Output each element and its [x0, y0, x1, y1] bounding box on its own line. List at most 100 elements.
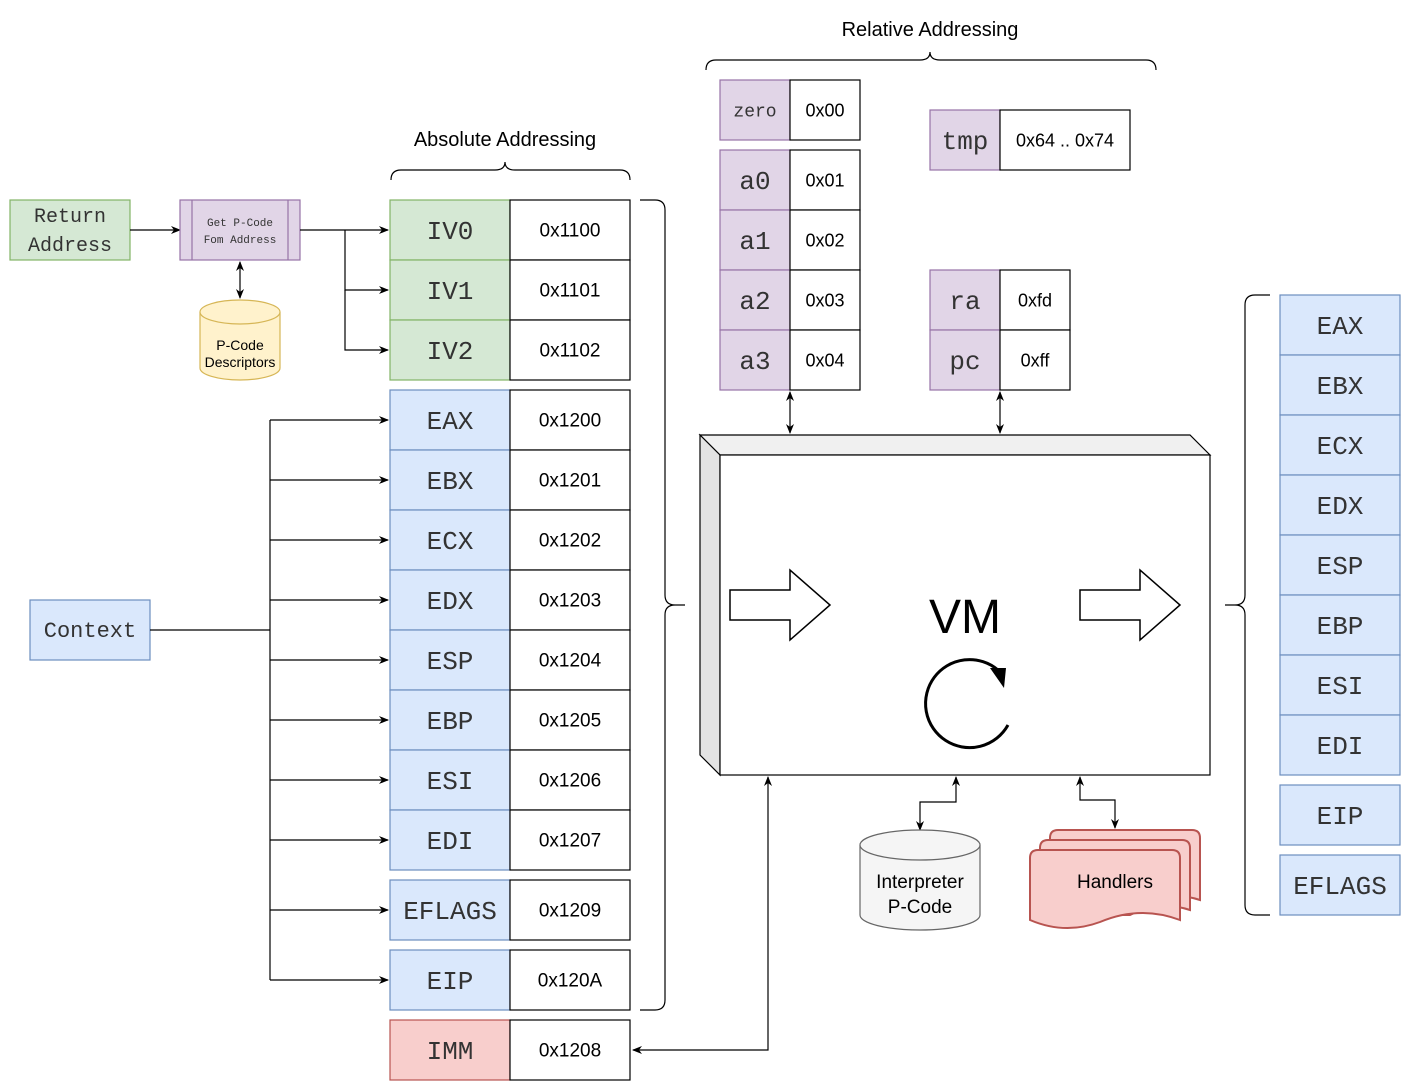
- svg-text:Address: Address: [28, 235, 112, 258]
- register-name-cell: [389, 809, 511, 871]
- register-name: ESI: [427, 767, 474, 797]
- register-addr-cell: [509, 629, 631, 691]
- register-name-cell: [389, 749, 511, 811]
- special-row: ra 0xfd: [929, 269, 1071, 331]
- register-addr-cell: [789, 79, 861, 141]
- output-register-name: EDI: [1317, 732, 1364, 762]
- register-addr-cell: [789, 149, 861, 211]
- register-name: EFLAGS: [403, 897, 497, 927]
- gp-row: EBP 0x1205: [389, 689, 631, 751]
- imm-register-group: IMM 0x1208: [389, 1019, 631, 1081]
- output-register-name: EFLAGS: [1293, 872, 1387, 902]
- register-address: 0x1102: [540, 341, 601, 362]
- handlers-documents: Handlers: [1029, 829, 1201, 930]
- register-address: 0xfd: [1018, 290, 1052, 310]
- register-name: ra: [949, 287, 980, 317]
- register-name: EBP: [427, 707, 474, 737]
- register-name-cell: [929, 109, 1001, 171]
- register-name: zero: [733, 102, 776, 122]
- register-address: 0x120A: [538, 971, 603, 992]
- interpreter-vm-arrow: [916, 776, 960, 831]
- iv-row: IV2 0x1102: [389, 319, 631, 381]
- loop-icon: [924, 658, 1010, 750]
- register-name: a3: [739, 347, 770, 377]
- register-name-cell: [389, 689, 511, 751]
- register-name-cell: [389, 879, 511, 941]
- register-name: a1: [739, 227, 770, 257]
- pcode-descriptors-db: P-Code Descriptors: [199, 299, 281, 381]
- register-name: a2: [739, 287, 770, 317]
- register-name: EDI: [427, 827, 474, 857]
- register-name-cell: [389, 259, 511, 321]
- output-register: ESI: [1279, 654, 1401, 716]
- register-addr-cell: [999, 109, 1131, 171]
- register-name-cell: [389, 949, 511, 1011]
- svg-text:Fom Address: Fom Address: [204, 235, 277, 247]
- output-register-name: EBX: [1317, 372, 1364, 402]
- register-addr-cell: [789, 209, 861, 271]
- register-address: 0x1209: [539, 901, 601, 922]
- register-addr-cell: [509, 199, 631, 261]
- arg-row: a0 0x01: [719, 149, 861, 211]
- register-name-cell: [719, 269, 791, 331]
- output-arrow-icon: [1079, 568, 1182, 642]
- output-register-name: EAX: [1317, 312, 1364, 342]
- register-addr-cell: [509, 1019, 631, 1081]
- context-box: Context: [29, 599, 151, 661]
- register-name-cell: [389, 319, 511, 381]
- register-address: 0x00: [805, 100, 844, 120]
- relative-addressing-title: Relative Addressing: [842, 19, 1019, 41]
- register-address: 0x1201: [539, 471, 601, 492]
- output-register: EBP: [1279, 594, 1401, 656]
- eflags-register-group: EFLAGS 0x1209: [389, 879, 631, 941]
- register-addr-cell: [509, 509, 631, 571]
- svg-text:Descriptors: Descriptors: [205, 354, 276, 370]
- register-addr-cell: [789, 269, 861, 331]
- context-arrows: [150, 416, 389, 984]
- register-name-cell: [719, 79, 791, 141]
- output-register: ECX: [1279, 414, 1401, 476]
- output-register-name: EIP: [1317, 802, 1364, 832]
- register-name-cell: [929, 329, 1001, 391]
- register-address: 0x1202: [539, 531, 601, 552]
- register-name: EAX: [427, 407, 474, 437]
- register-name: ESP: [427, 647, 474, 677]
- register-address: 0x1206: [539, 771, 601, 792]
- register-name: IMM: [427, 1037, 474, 1067]
- register-addr-cell: [509, 389, 631, 451]
- register-name: IV2: [427, 337, 474, 367]
- vm-box: VM: [698, 433, 1212, 777]
- register-address: 0x1208: [539, 1041, 601, 1062]
- to-iv1-arrow: [344, 230, 389, 294]
- vm-label: VM: [929, 591, 1001, 644]
- output-register-name: ECX: [1317, 432, 1364, 462]
- register-name-cell: [389, 1019, 511, 1081]
- register-name: IV0: [427, 217, 474, 247]
- input-arrow-icon: [729, 568, 832, 642]
- return-address-box: Return Address: [9, 199, 131, 261]
- svg-text:Interpreter: Interpreter: [876, 872, 964, 893]
- output-register: EFLAGS: [1279, 854, 1401, 916]
- register-name: a0: [739, 167, 770, 197]
- register-address: 0x01: [805, 170, 844, 190]
- handlers-vm-arrow: [1076, 776, 1119, 829]
- register-name: IV1: [427, 277, 474, 307]
- output-register: EAX: [1279, 294, 1401, 356]
- register-addr-cell: [509, 569, 631, 631]
- register-addr-cell: [509, 749, 631, 811]
- to-iv2-arrow: [344, 290, 389, 354]
- output-register-name: ESP: [1317, 552, 1364, 582]
- register-addr-cell: [509, 259, 631, 321]
- interpreter-pcode-db: Interpreter P-Code: [859, 829, 981, 931]
- register-address: 0x1205: [539, 711, 601, 732]
